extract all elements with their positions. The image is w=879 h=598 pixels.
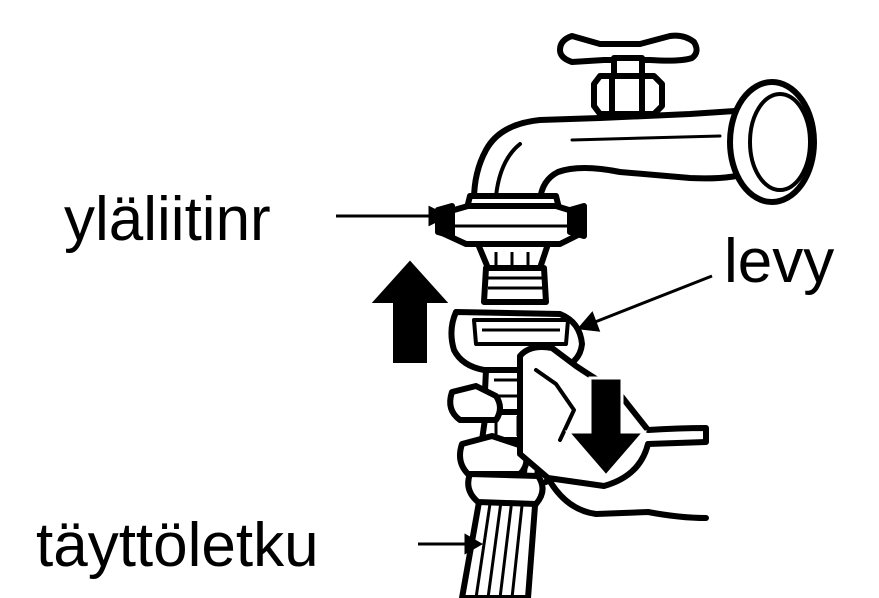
faucet-hex-nut <box>594 76 662 114</box>
label-fill-hose: täyttöletku <box>36 511 319 580</box>
label-upper-connector: yläliitinr <box>64 185 271 254</box>
label-plate: levy <box>724 227 834 296</box>
